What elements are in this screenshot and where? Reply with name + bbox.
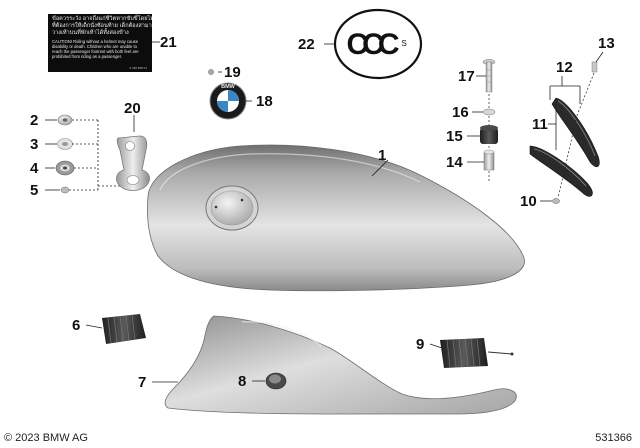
washer-16 bbox=[482, 108, 496, 116]
spacer-sleeve-14 bbox=[483, 149, 495, 171]
ccc-mark: CCC S bbox=[333, 8, 423, 80]
screw-19 bbox=[208, 69, 214, 75]
callout-14: 14 bbox=[446, 154, 463, 171]
callout-22: 22 bbox=[298, 36, 315, 53]
callout-21: 21 bbox=[160, 34, 177, 51]
warning-label-thai-line-1: ข้อควรระวัง อาจถึงแก่ชีวิตหากขับขี่โดยไม… bbox=[52, 16, 152, 22]
washer-3 bbox=[57, 138, 73, 150]
ccc-suffix: S bbox=[401, 39, 406, 48]
callout-4: 4 bbox=[30, 160, 39, 177]
callout-2: 2 bbox=[30, 112, 38, 129]
mounting-bracket bbox=[116, 135, 150, 191]
callout-15: 15 bbox=[446, 128, 463, 145]
callout-1: 1 bbox=[378, 147, 386, 164]
fuel-tank bbox=[147, 144, 525, 292]
side-trim-lower bbox=[529, 145, 593, 197]
ccc-letters: CCC bbox=[347, 28, 399, 61]
callout-5: 5 bbox=[30, 182, 38, 199]
rubber-bellows-9 bbox=[440, 337, 514, 368]
callout-11: 11 bbox=[532, 116, 548, 133]
callout-17: 17 bbox=[458, 68, 475, 85]
warning-label-code: 5 338 558 01 bbox=[129, 66, 147, 70]
washer-2 bbox=[57, 114, 73, 126]
rubber-grommet-4 bbox=[55, 160, 75, 176]
callout-6: 6 bbox=[72, 317, 80, 334]
callout-8: 8 bbox=[238, 373, 246, 390]
callout-20: 20 bbox=[124, 100, 141, 117]
bolt-17 bbox=[482, 59, 496, 93]
callout-9: 9 bbox=[416, 336, 424, 353]
callout-numbers: 1 2 3 4 5 6 7 8 9 10 11 12 13 14 15 16 1… bbox=[30, 34, 615, 391]
side-trim-upper bbox=[551, 97, 600, 168]
clip-10 bbox=[552, 198, 560, 204]
document-number: 531366 bbox=[595, 432, 632, 444]
callout-10: 10 bbox=[520, 193, 537, 210]
rubber-cap-8 bbox=[265, 372, 287, 390]
callout-18: 18 bbox=[256, 93, 273, 110]
bmw-badge: BMW bbox=[209, 82, 247, 120]
warning-label: ข้อควรระวัง อาจถึงแก่ชีวิตหากขับขี่โดยไม… bbox=[48, 14, 152, 72]
screw-13 bbox=[591, 61, 598, 73]
callout-7: 7 bbox=[138, 374, 146, 391]
callout-19: 19 bbox=[224, 64, 241, 81]
nut-5 bbox=[60, 186, 70, 194]
callout-16: 16 bbox=[452, 104, 469, 121]
warning-label-thai-line-3: วางเท้าบนที่พักเท้าได้ทั้งสองข้าง bbox=[52, 30, 129, 37]
callout-12: 12 bbox=[556, 59, 573, 76]
copyright-notice: © 2023 BMW AG bbox=[4, 432, 88, 444]
bmw-badge-text: BMW bbox=[221, 84, 236, 90]
lower-cover bbox=[164, 315, 517, 415]
callout-13: 13 bbox=[598, 35, 615, 52]
callout-3: 3 bbox=[30, 136, 38, 153]
rubber-bush-15 bbox=[480, 125, 498, 144]
leader-lines bbox=[45, 41, 604, 383]
warning-label-thai-line-2: ที่ต้องการให้เด็กนั่งซ้อนท้าย เด็กต้องสา… bbox=[52, 23, 152, 30]
warning-label-caution: CAUTION! Riding without a helmet may cau… bbox=[52, 38, 139, 59]
assembly-dash-lines-right bbox=[488, 72, 595, 199]
assembly-dash-lines bbox=[69, 119, 122, 191]
rubber-bellows-6 bbox=[102, 314, 146, 344]
